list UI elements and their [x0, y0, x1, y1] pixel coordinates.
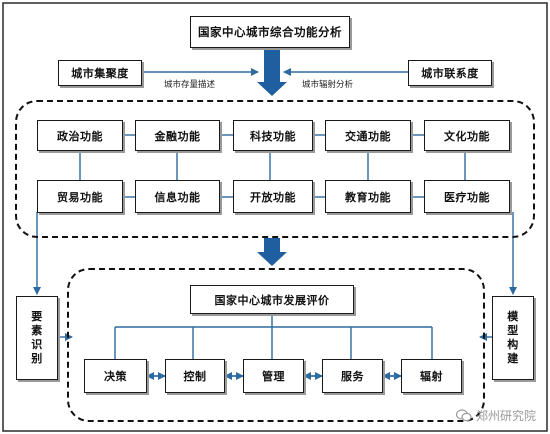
watermark: 郑州研究院 — [455, 407, 536, 424]
function-box: 金融功能 — [135, 120, 220, 151]
side-left-char: 素 — [31, 324, 43, 337]
evaluation-dashed-frame — [67, 268, 485, 422]
model-construction-box: 模 型 构 建 — [492, 296, 534, 380]
bottom-box-management: 管理 — [243, 359, 304, 393]
top-title-box: 国家中心城市综合功能分析 — [190, 16, 350, 48]
bottom-box-decision: 决策 — [84, 359, 147, 393]
watermark-text: 郑州研究院 — [475, 409, 536, 423]
functions-dashed-frame — [15, 100, 535, 238]
left-input-box: 城市集聚度 — [58, 60, 142, 86]
side-right-char: 建 — [507, 352, 519, 365]
element-identification-box: 要 素 识 别 — [16, 296, 58, 380]
top-block-arrow — [257, 50, 287, 96]
evaluation-title-box: 国家中心城市发展评价 — [190, 285, 354, 314]
side-right-char: 构 — [507, 338, 519, 351]
function-box: 教育功能 — [325, 180, 411, 213]
function-box: 交通功能 — [325, 120, 411, 151]
side-left-char: 要 — [31, 310, 43, 323]
function-box: 开放功能 — [233, 180, 313, 213]
right-input-box: 城市联系度 — [408, 60, 492, 86]
function-box: 医疗功能 — [424, 180, 510, 213]
right-arrow-label: 城市辐射分析 — [302, 80, 354, 90]
middle-block-arrow — [257, 238, 287, 266]
bottom-box-control: 控制 — [165, 359, 225, 393]
function-box: 政治功能 — [37, 120, 123, 151]
left-arrow-label: 城市存量描述 — [164, 80, 216, 90]
side-left-char: 识 — [31, 338, 43, 351]
function-box: 贸易功能 — [37, 180, 123, 213]
function-box: 信息功能 — [135, 180, 220, 213]
side-right-char: 型 — [507, 324, 519, 337]
side-left-char: 别 — [31, 352, 43, 365]
side-right-char: 模 — [507, 310, 519, 323]
wechat-icon — [455, 409, 472, 422]
function-grid-lines — [79, 134, 466, 198]
function-box: 科技功能 — [233, 120, 313, 151]
bottom-box-service: 服务 — [322, 359, 383, 393]
bottom-box-radiation: 辐射 — [401, 359, 462, 393]
function-box: 文化功能 — [424, 120, 510, 151]
tree-lines — [114, 314, 433, 359]
